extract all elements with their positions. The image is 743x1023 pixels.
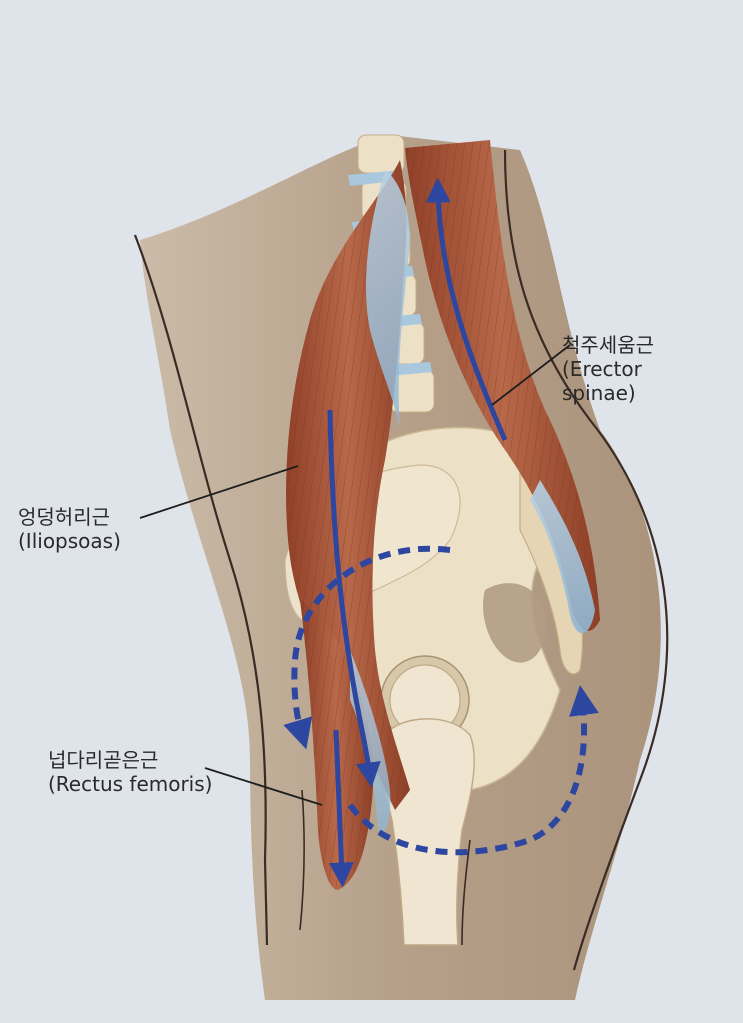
body-outline-front	[133, 234, 269, 946]
iliopsoas-label: 엉덩허리근 (Iliopsoas)	[18, 505, 121, 553]
erector-pull-arrow	[425, 177, 508, 442]
pelvic-tilt-arc-front	[283, 545, 451, 750]
thigh-back-line	[461, 839, 471, 946]
iliopsoas-fascia	[365, 170, 410, 430]
obturator-foramen	[482, 583, 546, 663]
erector-spinae-latin-2: spinae)	[562, 381, 636, 405]
rectus-pull-arrow	[328, 729, 354, 888]
rectus-femoris-latin: (Rectus femoris)	[48, 772, 213, 796]
iliopsoas-leader-line	[139, 465, 299, 519]
rectus-femoris-korean: 넙다리곧은근	[48, 748, 159, 772]
erector-spinae-label: 척주세움근 (Erector spinae)	[562, 333, 654, 405]
body-outline-back	[503, 149, 669, 971]
erector-spinae-korean: 척주세움근	[562, 333, 654, 357]
erector-leader-line	[491, 344, 571, 406]
iliopsoas-latin: (Iliopsoas)	[18, 529, 121, 553]
rectus-leader-line	[204, 767, 323, 806]
thigh-inner-line	[299, 789, 305, 931]
erector-spinae-latin-1: (Erector	[562, 357, 642, 381]
iliopsoas-korean: 엉덩허리근	[18, 505, 110, 529]
erector-spinae-fascia	[530, 480, 595, 634]
rectus-femoris-label: 넙다리곧은근 (Rectus femoris)	[48, 748, 212, 796]
iliopsoas-pull-arrow	[327, 409, 381, 788]
